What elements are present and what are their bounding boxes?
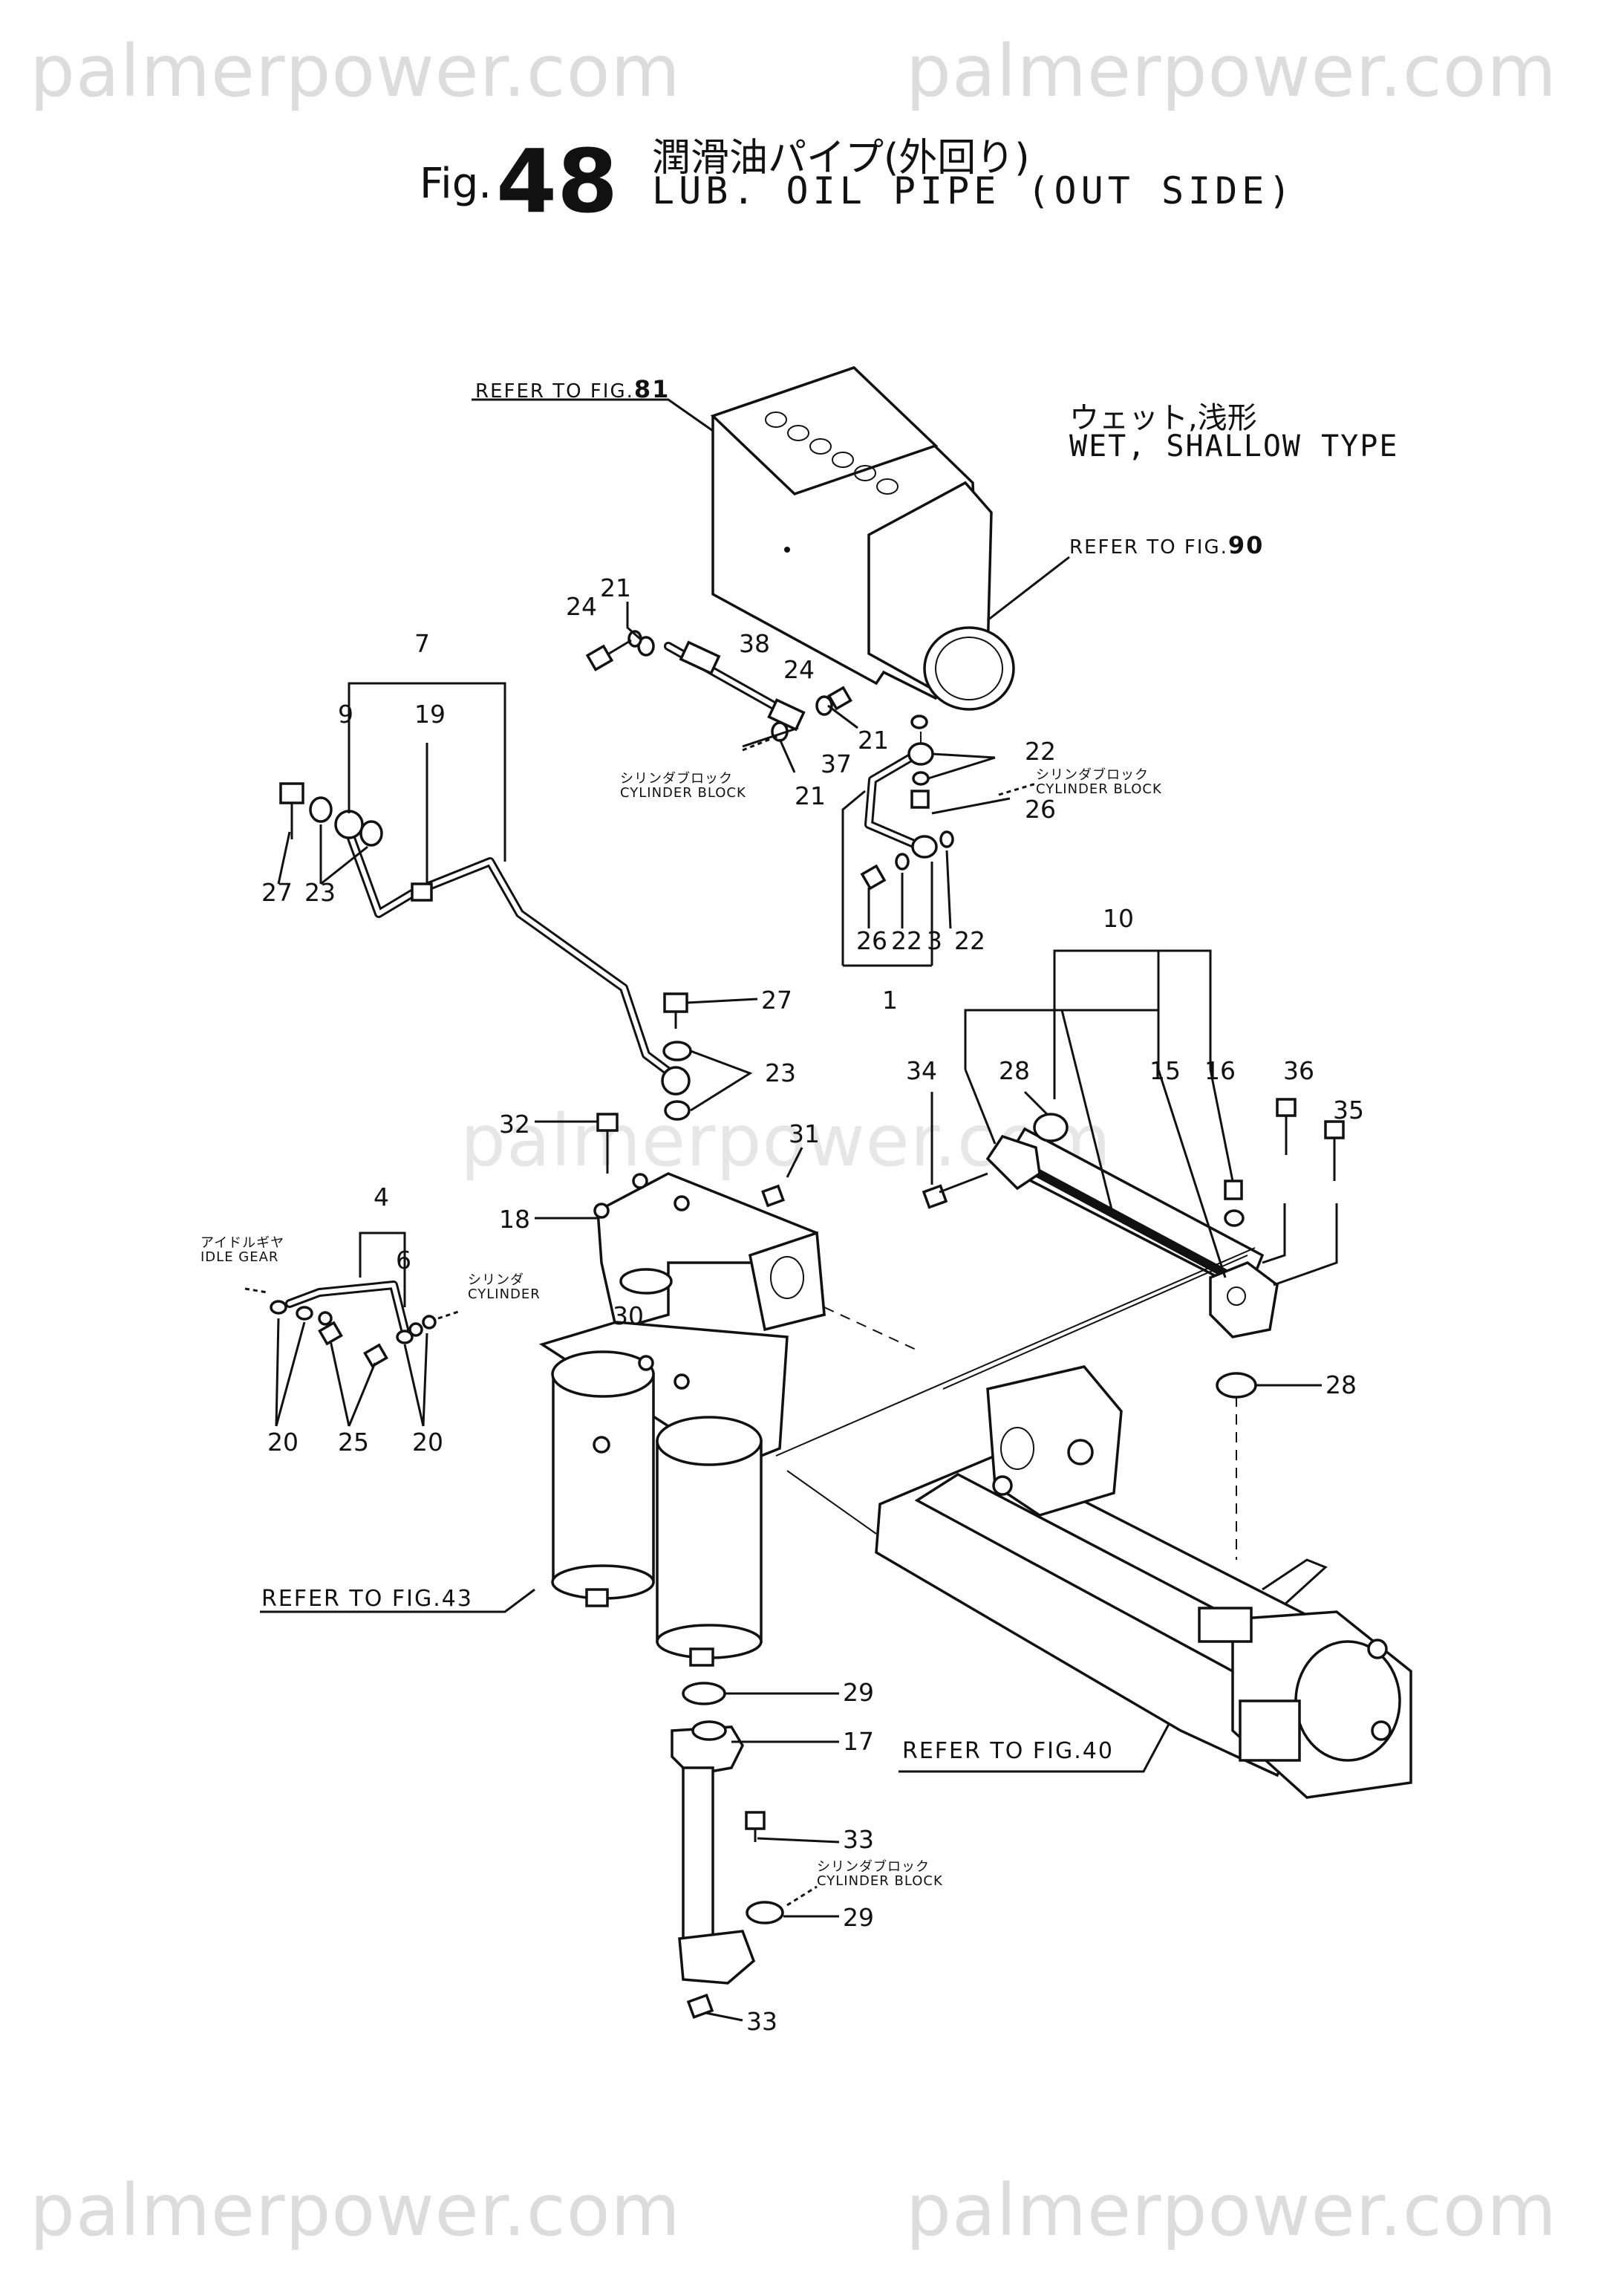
oil-filter-drawing: [538, 1321, 789, 1667]
part-number-38: 38: [739, 629, 770, 658]
part-number-19: 19: [414, 700, 446, 729]
part-number-27: 27: [761, 986, 792, 1015]
part-number-32: 32: [499, 1110, 530, 1139]
part-number-20: 20: [412, 1428, 443, 1457]
part-number-22: 22: [1025, 737, 1056, 766]
cylinder-block-drawing: [710, 365, 1015, 711]
part-number-33: 33: [746, 2007, 777, 2036]
part-number-25: 25: [338, 1428, 369, 1457]
part-number-21: 21: [858, 726, 889, 755]
type-note-en: WET, SHALLOW TYPE: [1069, 429, 1399, 463]
part-number-36: 36: [1283, 1056, 1314, 1085]
watermark-top-right: palmerpower.com: [906, 30, 1557, 113]
part-number-24: 24: [566, 592, 597, 621]
part-number-21: 21: [600, 573, 631, 602]
refer-fig90: REFER TO FIG.90: [1069, 531, 1265, 559]
part-number-20: 20: [267, 1428, 299, 1457]
type-note-jp: ウェット,浅形: [1069, 401, 1257, 435]
figure-title-en: LUB. OIL PIPE (OUT SIDE): [652, 169, 1296, 212]
watermark-bottom-left: palmerpower.com: [30, 2169, 681, 2252]
figure-number: 48: [496, 130, 619, 232]
part-number-3: 3: [927, 926, 942, 955]
part-number-30: 30: [613, 1301, 644, 1330]
part-number-9: 9: [338, 700, 353, 729]
part-number-28: 28: [1325, 1370, 1357, 1399]
figure-prefix: Fig.: [420, 160, 492, 208]
part-number-16: 16: [1204, 1056, 1236, 1085]
part-number-28: 28: [999, 1056, 1030, 1085]
part-number-22: 22: [954, 926, 985, 955]
part-number-23: 23: [765, 1058, 796, 1087]
part-number-7: 7: [414, 629, 430, 658]
part-number-35: 35: [1333, 1096, 1364, 1125]
refer-fig40: REFER TO FIG.40: [902, 1738, 1114, 1764]
part-number-26: 26: [1025, 795, 1056, 824]
figure-title-jp: 潤滑油パイプ(外回り): [652, 136, 1030, 180]
part-number-17: 17: [843, 1727, 874, 1756]
part-number-31: 31: [789, 1119, 820, 1148]
part-number-23: 23: [304, 878, 336, 907]
part-number-21: 21: [795, 781, 826, 810]
part-number-1: 1: [882, 986, 898, 1015]
part-number-29: 29: [843, 1903, 874, 1932]
part-number-10: 10: [1103, 904, 1134, 933]
part-number-29: 29: [843, 1678, 874, 1707]
part-number-18: 18: [499, 1205, 530, 1234]
part-number-33: 33: [843, 1825, 874, 1854]
watermark-top-left: palmerpower.com: [30, 30, 681, 113]
part-number-4: 4: [374, 1182, 389, 1211]
oil-cooler-drawing: [875, 1365, 1412, 1799]
part-number-27: 27: [261, 878, 293, 907]
part-number-15: 15: [1149, 1056, 1181, 1085]
part-number-34: 34: [906, 1056, 937, 1085]
part-number-37: 37: [821, 749, 852, 778]
part-number-6: 6: [396, 1246, 411, 1275]
refer-fig81: REFER TO FIG.81: [475, 375, 671, 403]
part-number-26: 26: [856, 926, 887, 955]
part-number-24: 24: [783, 655, 815, 684]
part-number-22: 22: [891, 926, 922, 955]
watermark-bottom-right: palmerpower.com: [906, 2169, 1557, 2252]
refer-fig43: REFER TO FIG.43: [261, 1586, 473, 1612]
